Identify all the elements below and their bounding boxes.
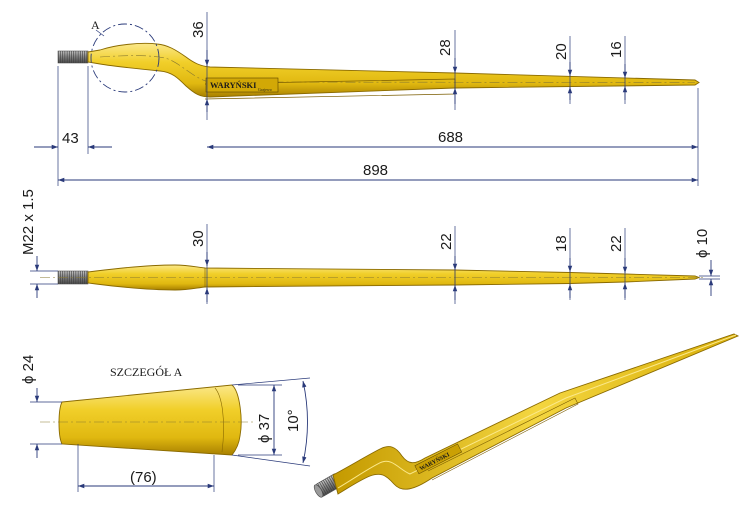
top-thread xyxy=(57,50,89,64)
dim-16: 16 xyxy=(608,41,625,58)
dim-76: (76) xyxy=(130,469,157,486)
thread-label: M22 x 1.5 xyxy=(20,189,37,255)
dim-30: 30 xyxy=(190,230,207,247)
detail-view: SZCZEGÓŁ A ϕ 24 ϕ 37 10° (76) xyxy=(20,355,311,492)
top-brand-plate: WARYŃSKI Grajewo xyxy=(205,77,279,93)
detail-marker-a: A xyxy=(91,18,100,32)
side-view: M22 x 1.5 30 22 18 22 ϕ 10 xyxy=(20,189,720,304)
dim-22a: 22 xyxy=(438,233,455,250)
dim-688: 688 xyxy=(438,129,463,146)
dim-angle: 10° xyxy=(285,409,302,432)
dim-898: 898 xyxy=(363,162,388,179)
detail-circle-a xyxy=(90,23,160,93)
dim-43: 43 xyxy=(62,130,79,147)
dim-36: 36 xyxy=(190,21,207,38)
dim-phi37: ϕ 37 xyxy=(256,414,273,443)
iso-view: WARYŃSKI xyxy=(313,333,740,498)
side-tine-body xyxy=(87,264,701,291)
dim-22b: 22 xyxy=(608,235,625,252)
detail-title: SZCZEGÓŁ A xyxy=(110,365,183,379)
iso-tine-body xyxy=(332,333,740,495)
dim-18: 18 xyxy=(553,235,570,252)
detail-cone-body xyxy=(58,384,242,456)
top-brand-text: WARYŃSKI xyxy=(210,80,257,90)
dim-28: 28 xyxy=(437,39,454,56)
dim-phi24: ϕ 24 xyxy=(20,355,37,384)
dim-20: 20 xyxy=(553,43,570,60)
top-view: WARYŃSKI Grajewo A 36 28 20 16 43 xyxy=(34,12,700,186)
top-brand-sub: Grajewo xyxy=(258,87,272,92)
dim-tip-phi10: ϕ 10 xyxy=(694,229,711,258)
